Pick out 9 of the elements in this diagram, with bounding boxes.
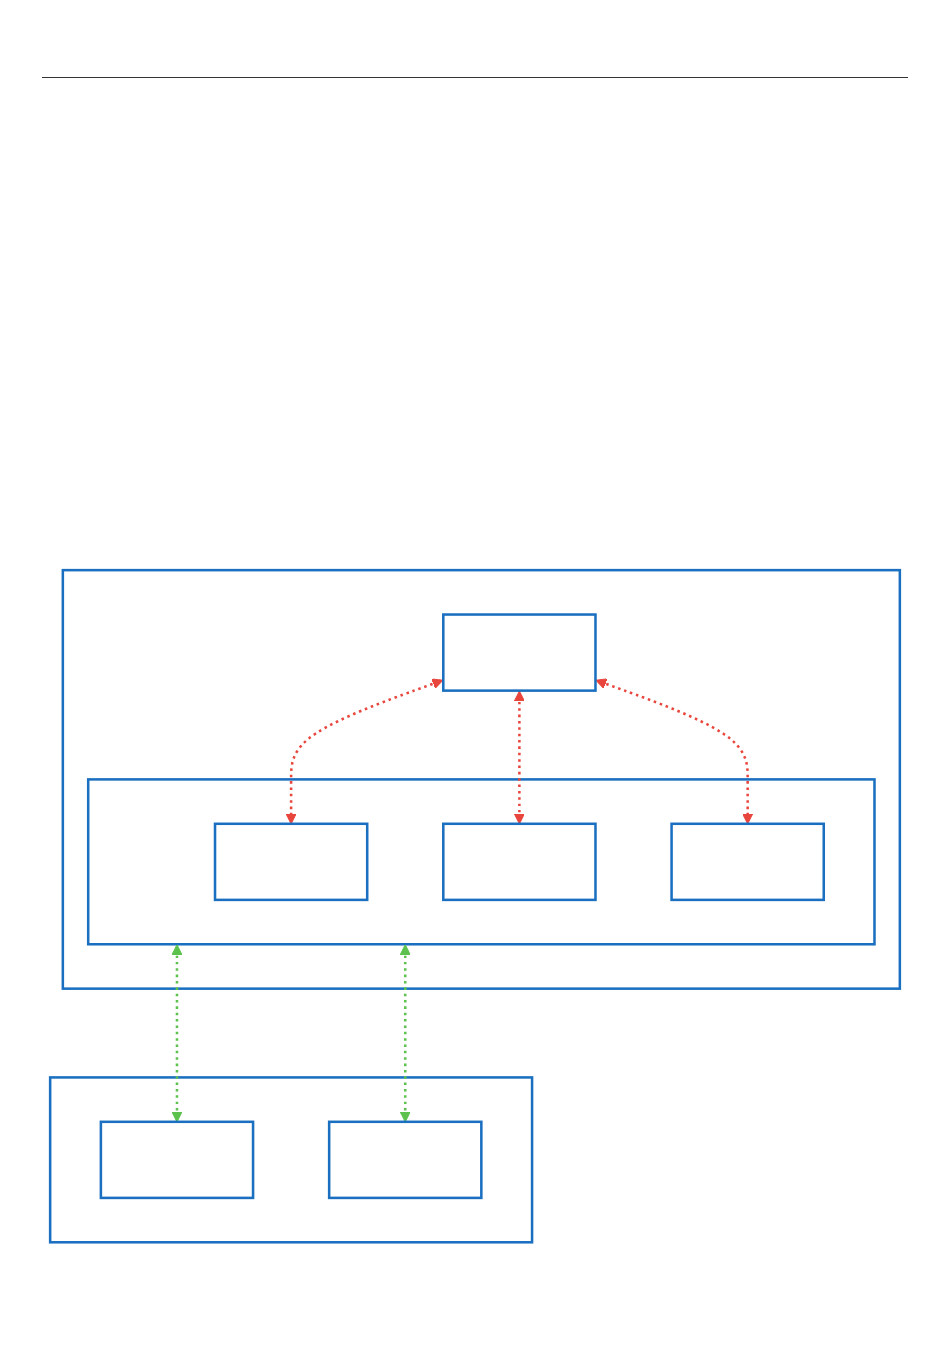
node-box <box>670 822 826 902</box>
node-box <box>442 613 597 692</box>
node-box <box>442 822 597 902</box>
cluster <box>86 778 876 946</box>
node-box <box>213 822 369 902</box>
cluster <box>61 568 902 990</box>
node-box <box>327 1120 483 1200</box>
node-box <box>99 1120 255 1200</box>
cluster <box>48 1076 534 1244</box>
